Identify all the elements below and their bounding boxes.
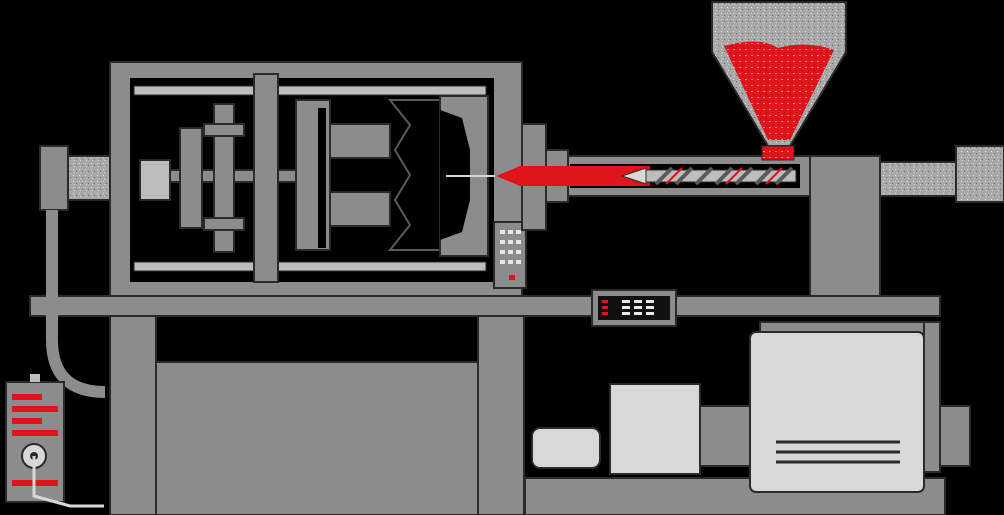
motor bbox=[750, 322, 970, 492]
injection-screw bbox=[622, 168, 796, 184]
drive-housing bbox=[810, 146, 1004, 296]
control-panel bbox=[494, 222, 526, 288]
hopper bbox=[712, 2, 846, 160]
left-cylinder bbox=[40, 146, 110, 392]
clamping-unit bbox=[110, 62, 522, 296]
display-panel bbox=[592, 290, 676, 326]
hydraulic-pump bbox=[532, 384, 750, 474]
